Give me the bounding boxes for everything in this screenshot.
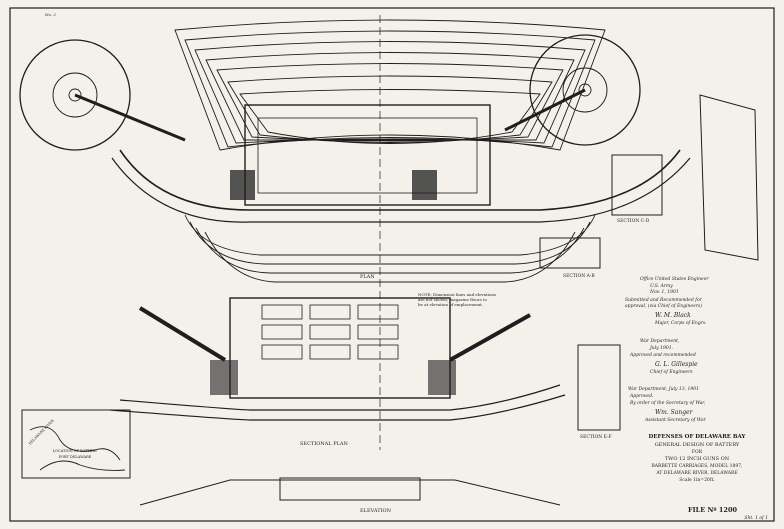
right-gun-barrel xyxy=(449,313,531,362)
engineer-rank: Major, Corps of Engrs. xyxy=(654,320,707,326)
section-c-d-label: SECTION C-D xyxy=(617,218,650,224)
title-line-7: Scale 1in=20ft. xyxy=(679,477,715,483)
elevation-profile xyxy=(139,479,561,506)
parapet-front xyxy=(119,384,561,411)
file-number: FILE Nº 1200 xyxy=(688,506,737,514)
title-line-3: FOR xyxy=(692,449,703,455)
secretary-signature: Wm. Sanger xyxy=(655,409,694,416)
right-loading-platform xyxy=(412,170,437,200)
section-a-b-drawing xyxy=(539,237,601,269)
engineer-office: Office United States Engineer xyxy=(640,276,709,282)
title-block: DEFENSES OF DELAWARE BAY GENERAL DESIGN … xyxy=(649,434,768,521)
section-a-b-label: SECTION A-B xyxy=(563,273,595,279)
section-c-d-drawing xyxy=(611,154,663,216)
engineer-signature: W. M. Black xyxy=(655,312,691,319)
by-order: By order of the Secretary of War, xyxy=(629,400,706,406)
elevation-block xyxy=(279,477,421,501)
magazine-block xyxy=(229,297,451,399)
approved-recommended: Approved and recommended xyxy=(629,352,696,358)
central-block xyxy=(244,104,491,206)
note-block: NOTE: Dimension lines and elevations are… xyxy=(418,292,496,307)
war-dept-2: War Department, July 13, 1901 xyxy=(628,386,699,392)
note-line-2: are not shown; magazine floors to xyxy=(418,297,488,302)
drawing-number: Sht. 1 of 1 xyxy=(744,515,768,521)
elevation: ELEVATION xyxy=(139,477,561,514)
inset-label-2: FORT DELAWARE xyxy=(59,455,92,459)
central-block-inner xyxy=(257,117,478,194)
lower-contours xyxy=(184,214,596,283)
left-gun-circle xyxy=(19,39,186,151)
parapet-front-outer xyxy=(109,394,566,421)
magazine-rooms xyxy=(261,304,399,360)
title-line-1: DEFENSES OF DELAWARE BAY xyxy=(649,434,746,440)
approved-2: Approved. xyxy=(629,393,654,399)
road-curve-outer xyxy=(111,157,691,223)
note-line-1: NOTE: Dimension lines and elevations xyxy=(418,292,496,297)
war-dept-1: War Department, xyxy=(640,338,680,344)
parapet-contours xyxy=(174,19,606,151)
war-dept-1-date: July 1901. xyxy=(649,345,674,351)
right-gun-circle xyxy=(504,34,641,146)
chief-signature: G. L. Gillespie xyxy=(655,361,698,368)
assistant-title: Assistant Secretary of War xyxy=(644,417,707,423)
section-e-f-label: SECTION E-F xyxy=(580,434,612,440)
section-drawings: SECTION A-B SECTION C-D SECTION E-F xyxy=(539,94,759,440)
left-gun-pit xyxy=(210,360,238,395)
engineer-date: Nov. 1, 1901 xyxy=(649,289,679,295)
profile-section xyxy=(699,94,759,261)
inset-label-1: LOCATION OF BATTERY xyxy=(53,449,98,453)
title-line-2: GENERAL DESIGN OF BATTERY xyxy=(655,442,740,448)
left-gun-barrel xyxy=(138,306,227,362)
inset-map-frame xyxy=(21,409,131,479)
right-gun-pit xyxy=(428,360,456,395)
submitted-line: Submitted and Recommended for xyxy=(625,297,703,303)
section-e-f-drawing xyxy=(577,344,621,431)
title-line-5: BARBETTE CARRIAGES, MODEL 1897, xyxy=(652,463,743,469)
corner-mark: No. 2 xyxy=(44,12,56,17)
inset-shoreline xyxy=(29,426,121,461)
sheet-border xyxy=(9,7,775,522)
sectional-plan: SECTIONAL PLAN xyxy=(109,297,566,447)
note-line-3: be at elevation of emplacement. xyxy=(418,302,483,307)
approvals-block: Office United States Engineer U.S. Army … xyxy=(625,276,709,423)
sectional-plan-label: SECTIONAL PLAN xyxy=(300,441,349,447)
inset-shoreline-2 xyxy=(39,460,126,471)
title-line-4: TWO 12 INCH GUNS ON xyxy=(665,456,730,462)
road-curve xyxy=(119,149,681,211)
engineer-location: U.S. Army xyxy=(650,283,673,289)
top-plan: PLAN xyxy=(19,15,691,450)
elevation-label: ELEVATION xyxy=(360,508,392,514)
title-line-6: AT DELAWARE RIVER, DELAWARE xyxy=(655,470,737,476)
left-loading-platform xyxy=(230,170,255,200)
approval-line: approval, (via Chief of Engineers) xyxy=(625,302,702,309)
plan-label: PLAN xyxy=(360,274,375,280)
chief-title: Chief of Engineers xyxy=(650,369,693,375)
